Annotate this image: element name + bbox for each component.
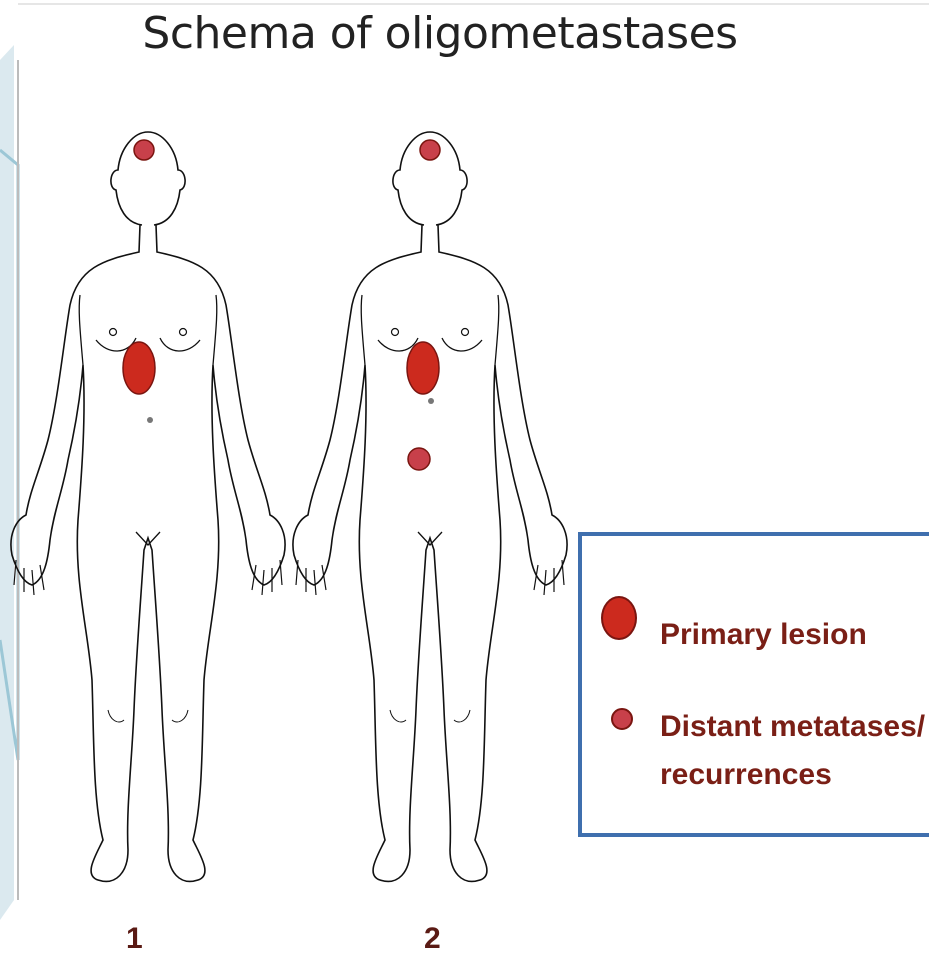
metastasis-head-1 <box>134 140 154 160</box>
legend-box: Primary lesion Distant metatases/ recurr… <box>578 532 929 837</box>
figure-number-1: 1 <box>126 922 143 956</box>
body-outline-1 <box>11 132 285 881</box>
metastasis-label-line2: recurrences <box>660 756 832 794</box>
metastasis-label-line1: Distant metatases/ <box>660 708 925 746</box>
primary-lesion-2 <box>407 342 439 394</box>
figure-number-2: 2 <box>424 922 441 956</box>
primary-lesion-legend-icon <box>601 596 637 640</box>
metastasis-head-2 <box>420 140 440 160</box>
primary-lesion-label: Primary lesion <box>660 616 867 654</box>
body-outline-2 <box>293 132 567 881</box>
metastasis-legend-icon <box>611 708 633 730</box>
metastasis-pelvis-2 <box>408 448 430 470</box>
navel-1 <box>147 417 153 423</box>
navel-2 <box>428 398 434 404</box>
primary-lesion-1 <box>123 342 155 394</box>
